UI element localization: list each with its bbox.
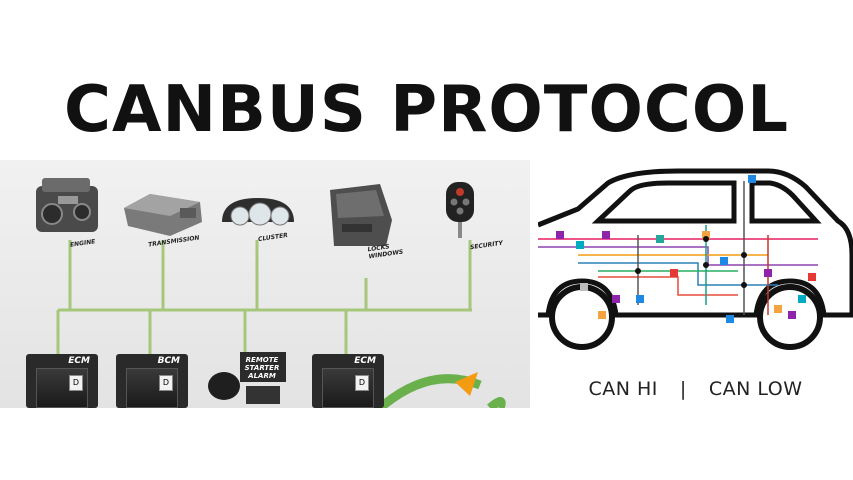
ecm-module-2-label: ECM — [354, 356, 376, 366]
remote-starter-label: REMOTE STARTER ALARM — [244, 356, 280, 380]
gauge-cluster-icon — [222, 198, 294, 226]
can-separator: | — [679, 378, 687, 400]
ecm-module-2: ECM D — [312, 354, 384, 408]
ecm-module-1-tag: D — [69, 375, 83, 391]
bcm-module-tag: D — [159, 375, 173, 391]
alarm-siren-icon — [208, 352, 286, 404]
ecm-module-1: ECM D — [26, 354, 98, 408]
door-panel-icon — [330, 184, 392, 246]
security-label: SECURITY — [469, 239, 504, 252]
cluster-component: CLUSTER — [218, 192, 298, 243]
ecm-module-2-tag: D — [355, 375, 369, 391]
locks-component: LOCKS WINDOWS — [326, 180, 406, 260]
security-component: SECURITY — [440, 180, 503, 251]
can-hi-label: CAN HI — [588, 378, 658, 400]
key-fob-icon — [446, 182, 474, 238]
bcm-module-label: BCM — [157, 356, 180, 366]
transmission-icon — [124, 194, 202, 236]
engine-component: ENGINE — [28, 174, 106, 249]
can-caption: CAN HI | CAN LOW — [538, 378, 853, 400]
can-bus-diagram-panel: ENGINE TRANSMISSION CLUSTER LOCKS WINDOW… — [0, 160, 530, 408]
car-wiring-illustration — [538, 168, 853, 350]
bcm-module: BCM D — [116, 354, 188, 408]
ecm-module-1-label: ECM — [68, 356, 90, 366]
page-title: CANBUS PROTOCOL — [64, 73, 789, 147]
can-low-label: CAN LOW — [708, 378, 803, 400]
transmission-component: TRANSMISSION — [120, 186, 206, 249]
bus-wiring — [56, 240, 506, 408]
remote-starter-module — [206, 352, 286, 408]
engine-icon — [36, 178, 98, 232]
